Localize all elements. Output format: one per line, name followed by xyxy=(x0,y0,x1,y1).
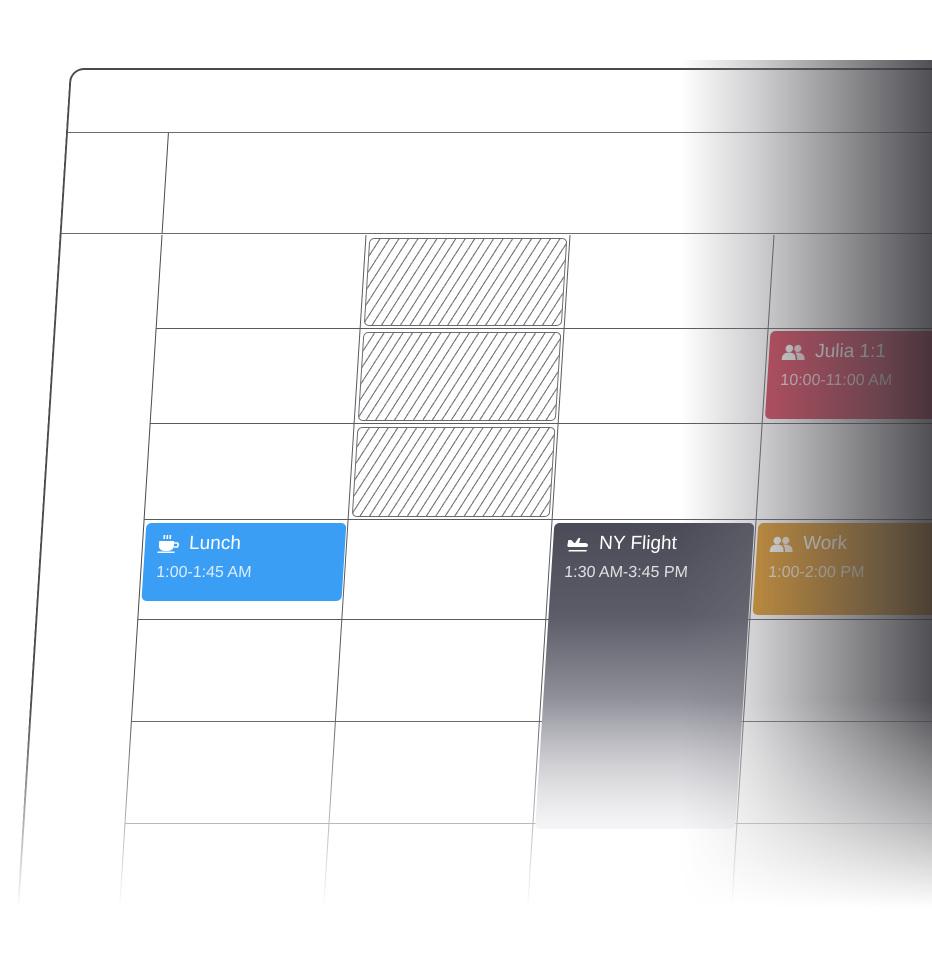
event-time: 1:00-1:45 AM xyxy=(155,564,252,581)
calendar-toolbar xyxy=(67,70,932,133)
day-header-2[interactable] xyxy=(570,133,780,233)
airplane-icon xyxy=(567,538,589,552)
calendar-week-view: Lunch 1:00-1:45 AM NY Flight 1:30 AM-3:4… xyxy=(6,68,932,960)
event-title: Julia 1:1 xyxy=(814,341,887,362)
grid-row-divider xyxy=(143,519,932,520)
event-time: 1:30 AM-3:45 PM xyxy=(563,564,689,581)
event-julia-1-1[interactable]: Julia 1:1 10:00-11:00 AM xyxy=(764,331,932,419)
unavailable-block xyxy=(351,427,556,517)
unavailable-block xyxy=(363,238,568,326)
grid-row-divider xyxy=(124,823,932,824)
event-lunch[interactable]: Lunch 1:00-1:45 AM xyxy=(141,523,347,601)
grid-row-divider xyxy=(149,423,932,424)
day-header-0[interactable] xyxy=(162,133,372,233)
event-title: Lunch xyxy=(188,533,242,554)
timezone-cell xyxy=(61,133,169,233)
grid-row-divider xyxy=(130,721,932,722)
event-ny-flight[interactable]: NY Flight 1:30 AM-3:45 PM xyxy=(535,523,755,829)
grid-row-divider xyxy=(155,328,932,329)
event-title-row: Work xyxy=(769,533,932,555)
day-header-row xyxy=(61,133,932,234)
event-title: NY Flight xyxy=(598,533,678,554)
people-icon xyxy=(781,344,805,360)
event-title-row: NY Flight xyxy=(565,533,740,555)
event-time: 1:00-2:00 PM xyxy=(767,564,865,581)
event-title: Work xyxy=(802,533,848,554)
event-work[interactable]: Work 1:00-2:00 PM xyxy=(752,523,932,615)
event-title-row: Lunch xyxy=(157,533,332,555)
unavailable-block xyxy=(357,332,562,421)
day-header-3[interactable] xyxy=(774,133,932,233)
edge-mask xyxy=(680,908,932,960)
event-time: 10:00-11:00 AM xyxy=(779,372,893,389)
day-header-1[interactable] xyxy=(366,133,576,233)
time-grid: Lunch 1:00-1:45 AM NY Flight 1:30 AM-3:4… xyxy=(9,235,932,960)
people-icon xyxy=(769,536,793,552)
event-title-row: Julia 1:1 xyxy=(781,341,932,363)
coffee-cup-icon xyxy=(157,535,179,553)
grid-row-divider xyxy=(137,619,932,620)
